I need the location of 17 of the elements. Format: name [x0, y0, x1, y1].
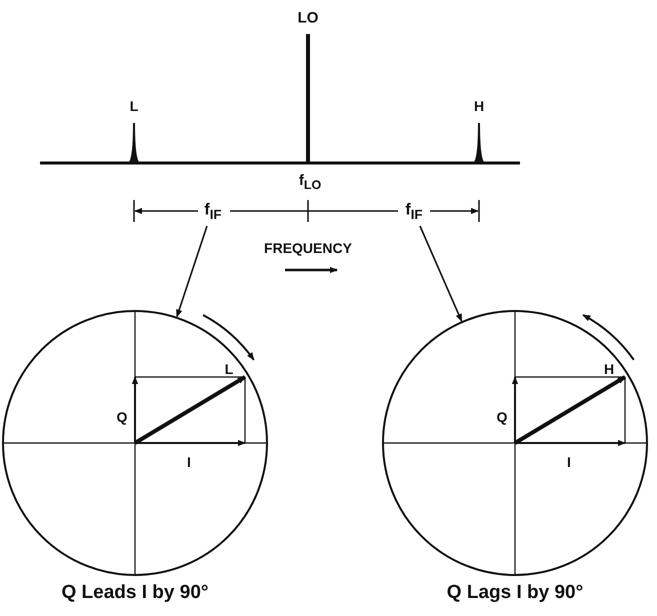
- peak-label: LO: [298, 10, 318, 26]
- axis-label: I: [567, 455, 571, 469]
- node-label: Q Leads I by 90°: [62, 582, 208, 604]
- interval-label: f$_{IF}$: [405, 202, 423, 222]
- axis-label: f$_{LO}$: [298, 172, 322, 192]
- interval-label: f$_{IF}$: [204, 202, 222, 222]
- axis-label: FREQUENCY: [264, 241, 352, 255]
- phasor-label: H: [604, 362, 614, 376]
- axis-label: I: [187, 455, 191, 469]
- axis-label: Q: [116, 410, 128, 424]
- arrow: [419, 226, 462, 322]
- peak-label: H: [474, 99, 484, 113]
- axis-label: Q: [496, 410, 508, 424]
- node-label: Q Lags I by 90°: [446, 582, 584, 604]
- peak-label: L: [130, 99, 138, 113]
- arrow: [176, 226, 208, 318]
- phasor-label: L: [224, 362, 234, 376]
